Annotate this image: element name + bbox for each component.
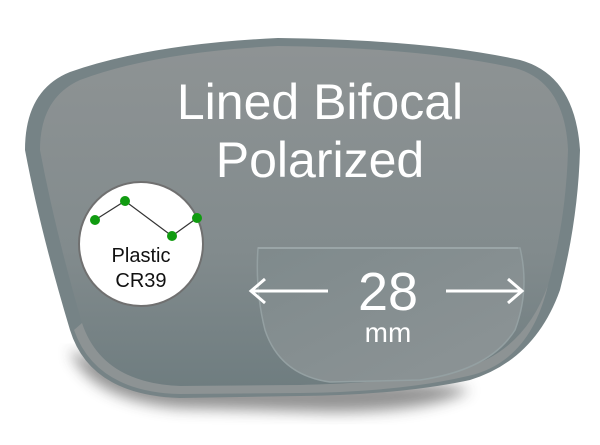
bifocal-segment xyxy=(256,247,525,383)
material-code: CR39 xyxy=(115,270,167,292)
molecule-chain-icon xyxy=(90,196,202,241)
arrow-right-icon xyxy=(446,277,525,305)
arrow-left-icon xyxy=(248,277,328,305)
material-badge: Plastic CR39 xyxy=(78,181,204,307)
lens-title-line1: Lined Bifocal xyxy=(176,74,464,130)
material-name: Plastic xyxy=(111,245,171,267)
lens-title-line2: Polarized xyxy=(215,132,425,188)
segment-width-value: 28 xyxy=(357,262,419,322)
segment-width-unit: mm xyxy=(364,317,412,348)
